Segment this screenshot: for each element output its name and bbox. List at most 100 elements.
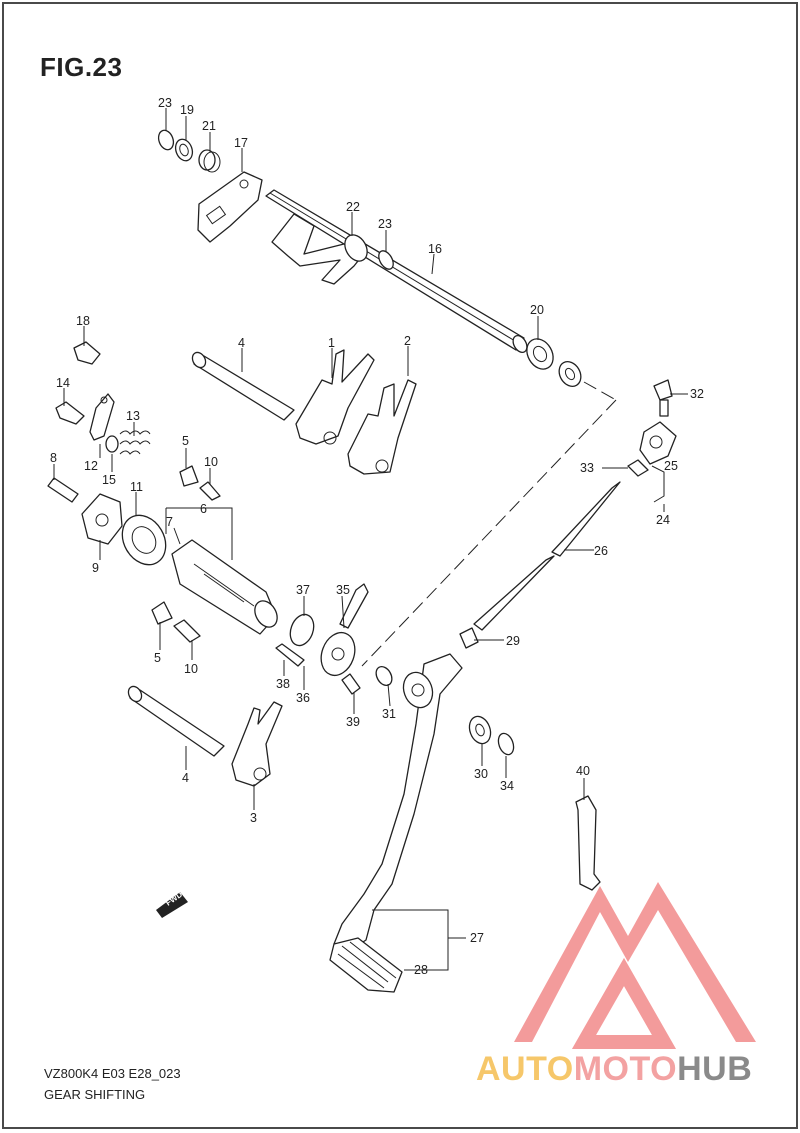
callout-32: 32 [690, 387, 704, 401]
callout-25: 25 [664, 459, 678, 473]
part-5-plate-lower [151, 601, 173, 625]
part-30-washer [468, 715, 492, 745]
fwd-arrow: FWD [156, 890, 188, 918]
callout-1: 1 [328, 336, 335, 350]
watermark-text: AUTOMOTOHUB [476, 1050, 752, 1089]
watermark-logo [514, 882, 756, 1049]
part-16-shift-shaft [265, 189, 528, 354]
callout-33: 33 [580, 461, 594, 475]
callout-10-b: 10 [184, 662, 198, 676]
callout-27: 27 [470, 931, 484, 945]
callout-28: 28 [414, 963, 428, 977]
callout-4-b: 4 [182, 771, 189, 785]
callout-37: 37 [296, 583, 310, 597]
part-washer-seal [558, 361, 582, 387]
part-5-cam-guide [179, 465, 199, 487]
part-40-tool [575, 795, 601, 891]
callout-5-b: 5 [154, 651, 161, 665]
callout-40: 40 [576, 764, 590, 778]
callout-4: 4 [238, 336, 245, 350]
part-8-pin [47, 477, 79, 503]
part-38-pin [275, 643, 305, 667]
callout-10: 10 [204, 455, 218, 469]
callout-19: 19 [180, 103, 194, 117]
part-10-screw-lower [173, 619, 201, 643]
callout-20: 20 [530, 303, 544, 317]
part-35-lever [320, 583, 369, 677]
part-39-screw [341, 673, 361, 695]
part-23-circlip-b [378, 250, 394, 270]
callout-23-b: 23 [378, 217, 392, 231]
callout-3: 3 [250, 811, 257, 825]
part-27-shift-pedal [333, 653, 463, 953]
part-29-nut [459, 627, 479, 649]
part-11-bearing [121, 514, 167, 566]
callout-8: 8 [50, 451, 57, 465]
part-9-cam-plate [81, 493, 123, 545]
watermark-hub: HUB [677, 1050, 753, 1088]
leader-lines [53, 108, 688, 971]
callout-30: 30 [474, 767, 488, 781]
callout-38: 38 [276, 677, 290, 691]
part-1-shift-fork [295, 349, 375, 445]
part-25-joint [639, 421, 677, 465]
leader-dash-shaft [583, 381, 617, 401]
part-28-pedal-rubber [329, 937, 403, 993]
callout-12: 12 [84, 459, 98, 473]
callout-22: 22 [346, 200, 360, 214]
callout-15: 15 [102, 473, 116, 487]
callout-36: 36 [296, 691, 310, 705]
part-20-oil-seal [526, 338, 554, 370]
callout-29: 29 [506, 634, 520, 648]
callout-16: 16 [428, 242, 442, 256]
part-4-fork-shaft-lower [127, 685, 225, 757]
part-18-bolt [73, 341, 101, 365]
part-3-shift-fork [231, 701, 283, 787]
part-19-washer [174, 138, 194, 162]
part-22-shift-lever [271, 213, 368, 285]
callout-39: 39 [346, 715, 360, 729]
callout-24: 24 [656, 513, 670, 527]
part-32-bolt [653, 379, 673, 417]
part-33-nut [627, 459, 649, 477]
callout-21: 21 [202, 119, 216, 133]
exploded-parts-diagram: FWD [47, 96, 756, 1049]
part-26-rod [473, 481, 621, 631]
part-15-washer [105, 435, 119, 453]
callout-14: 14 [56, 376, 70, 390]
callout-13: 13 [126, 409, 140, 423]
callout-35: 35 [336, 583, 350, 597]
callout-31: 31 [382, 707, 396, 721]
callout-labels: 23 19 21 17 22 23 16 20 18 4 1 2 32 14 1… [50, 96, 704, 977]
figure-code: VZ800K4 E03 E28_023 [44, 1066, 181, 1081]
callout-9: 9 [92, 561, 99, 575]
part-17-arm [197, 171, 263, 243]
watermark-auto: AUTO [476, 1050, 574, 1088]
part-13-spring [119, 430, 151, 455]
callout-17: 17 [234, 136, 248, 150]
callout-34: 34 [500, 779, 514, 793]
part-14-bolt [55, 401, 85, 425]
callout-2: 2 [404, 334, 411, 348]
callout-11: 11 [130, 480, 143, 494]
part-31-washer [375, 666, 393, 686]
part-2-shift-fork [347, 379, 417, 475]
callout-23: 23 [158, 96, 172, 110]
part-21-spring [198, 149, 221, 173]
part-6-gearshift-cam [171, 539, 278, 635]
callout-6: 6 [200, 502, 207, 516]
leader-dash-long [361, 399, 617, 667]
figure-name: GEAR SHIFTING [44, 1087, 146, 1102]
callout-26: 26 [594, 544, 608, 558]
callout-7: 7 [166, 515, 173, 529]
callout-18: 18 [76, 314, 90, 328]
watermark-moto: MOTO [573, 1050, 678, 1088]
part-37-o-ring [289, 613, 315, 647]
part-34-circlip [497, 732, 515, 756]
figure-title: FIG.23 [40, 52, 123, 82]
part-12-stopper-arm [89, 393, 115, 441]
part-4-fork-shaft-upper [191, 351, 295, 421]
callout-5: 5 [182, 434, 189, 448]
part-23-circlip [157, 129, 175, 151]
